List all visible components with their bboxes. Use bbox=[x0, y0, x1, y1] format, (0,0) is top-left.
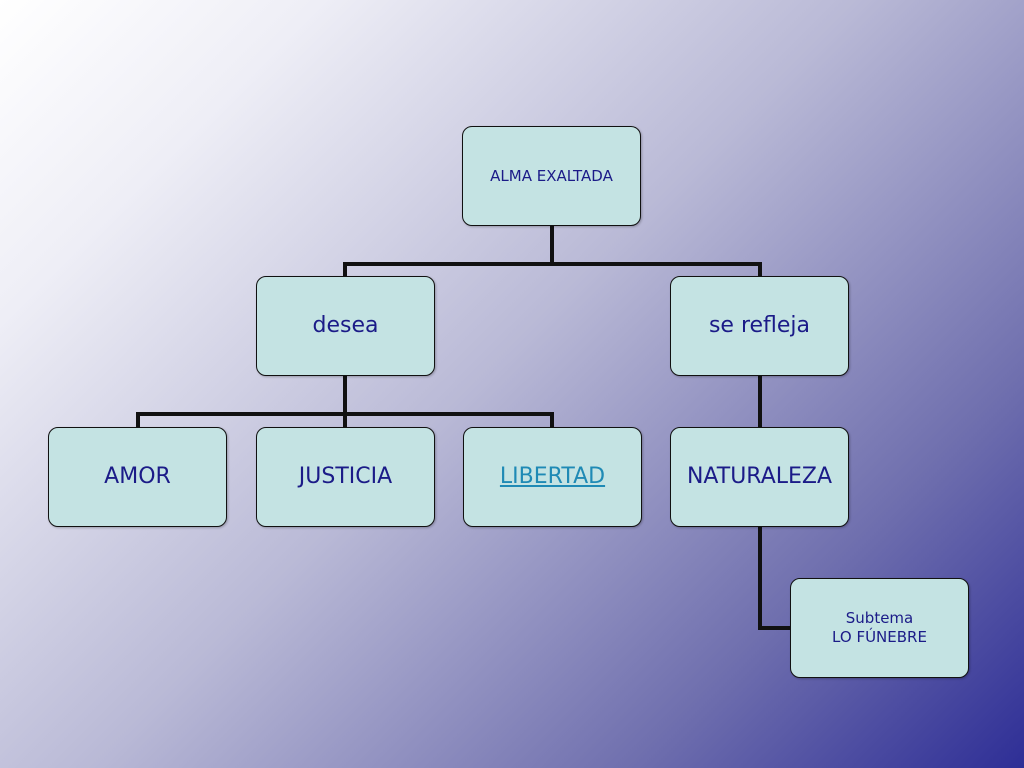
node-se-refleja: se refleja bbox=[670, 276, 849, 376]
node-label: se refleja bbox=[708, 313, 811, 339]
subtema-line1: Subtema bbox=[845, 609, 914, 628]
node-naturaleza: NATURALEZA bbox=[670, 427, 849, 527]
node-label: NATURALEZA bbox=[686, 464, 833, 490]
libertad-link[interactable]: LIBERTAD bbox=[499, 464, 606, 490]
node-subtema: Subtema LO FÚNEBRE bbox=[790, 578, 969, 678]
node-libertad: LIBERTAD bbox=[463, 427, 642, 527]
node-desea: desea bbox=[256, 276, 435, 376]
node-label: desea bbox=[312, 313, 379, 339]
node-label: AMOR bbox=[104, 464, 171, 490]
node-justicia: JUSTICIA bbox=[256, 427, 435, 527]
node-alma-exaltada: ALMA EXALTADA bbox=[462, 126, 641, 226]
node-label: JUSTICIA bbox=[298, 464, 393, 490]
connector-to-subtema bbox=[758, 525, 792, 630]
subtema-line2: LO FÚNEBRE bbox=[832, 628, 927, 646]
node-label: ALMA EXALTADA bbox=[490, 166, 613, 185]
node-amor: AMOR bbox=[48, 427, 227, 527]
